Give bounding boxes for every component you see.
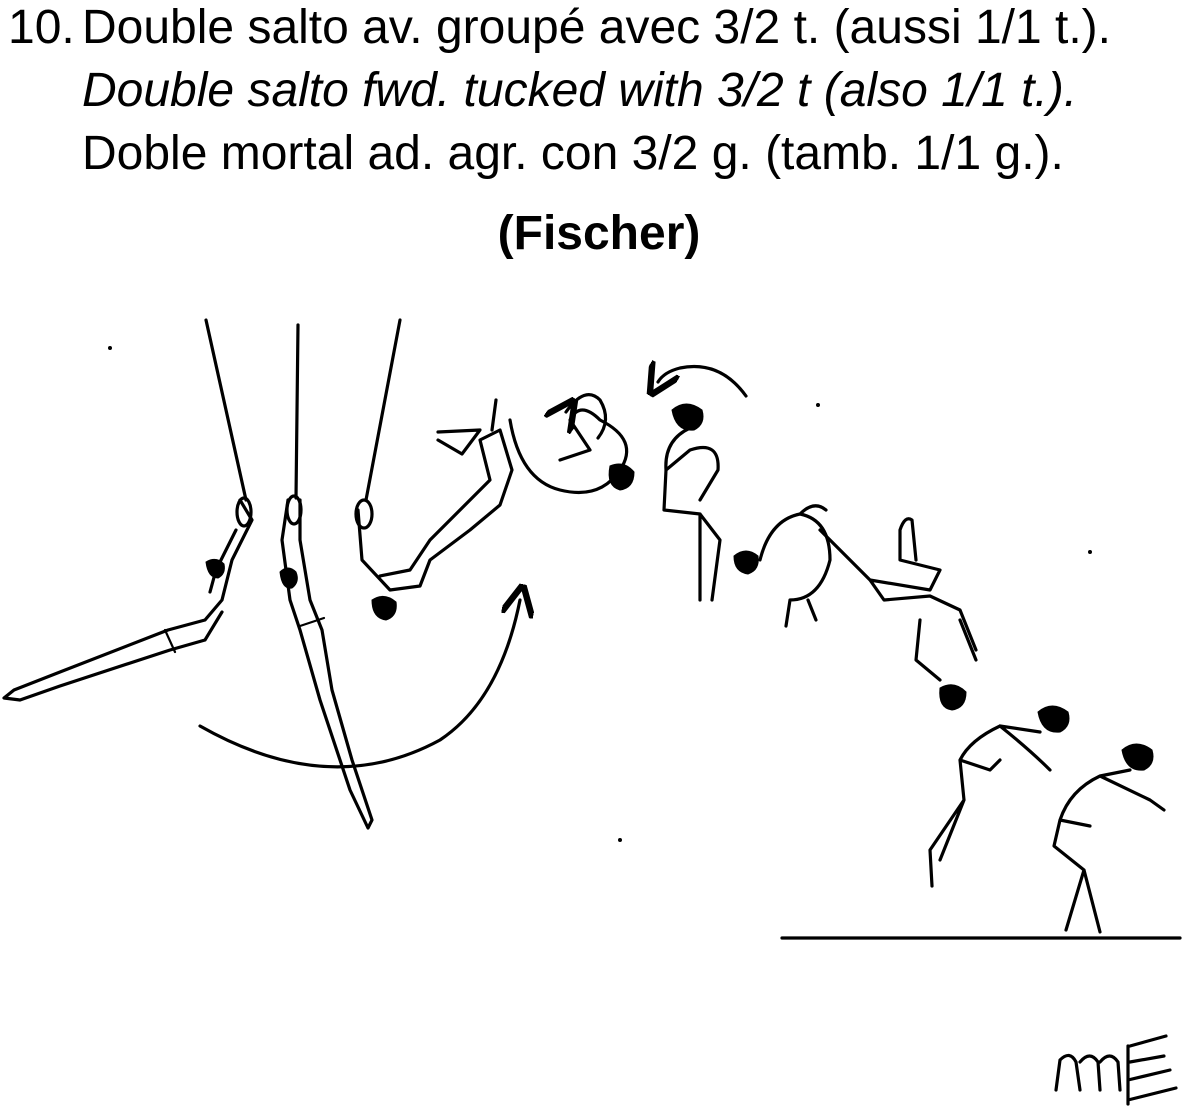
- body-outline: [4, 500, 252, 700]
- element-name: (Fischer): [0, 210, 1198, 258]
- head-icon: [609, 464, 634, 490]
- element-number: 10.: [8, 4, 75, 52]
- gymnast-figure-hang: [280, 496, 372, 828]
- head-icon: [734, 551, 758, 574]
- swing-arc-arrow: [200, 600, 520, 767]
- gymnast-figure-tuck-1: [510, 395, 634, 493]
- ring-cable-center: [296, 325, 298, 498]
- body-outline: [358, 430, 512, 590]
- head-icon: [372, 596, 396, 620]
- twist-arrow: [658, 367, 746, 396]
- head-icon: [1038, 706, 1069, 732]
- illustration-svg: [0, 290, 1198, 1118]
- head-icon: [280, 568, 297, 588]
- gymnast-figure-open: [820, 519, 976, 710]
- body-outline: [820, 519, 976, 650]
- rings-dismount-illustration: [0, 290, 1198, 1118]
- ring-cables: [206, 320, 400, 500]
- gymnast-figure-landing: [930, 706, 1069, 886]
- gymnast-figure-tuck-2: [734, 506, 830, 626]
- body-outline: [282, 500, 372, 828]
- gymnast-figure-swing: [4, 498, 252, 700]
- description-spanish: Doble mortal ad. agr. con 3/2 g. (tamb. …: [82, 130, 1064, 178]
- head-icon: [206, 559, 224, 578]
- signature-strokes: [1056, 1036, 1176, 1104]
- ring-cable-left: [206, 320, 246, 500]
- head-icon: [940, 685, 966, 710]
- body-outline: [510, 410, 627, 493]
- legs-outline: [438, 400, 496, 454]
- body-outline: [664, 428, 720, 600]
- body-outline: [930, 726, 1050, 886]
- body-outline: [1054, 770, 1164, 932]
- head-icon: [1122, 744, 1153, 770]
- description-french: Double salto av. groupé avec 3/2 t. (aus…: [82, 4, 1111, 52]
- body-outline: [760, 506, 830, 626]
- description-english: Double salto fwd. tucked with 3/2 t (als…: [82, 67, 1077, 115]
- ring-cable-right: [366, 320, 400, 500]
- gymnast-figure-twist: [664, 404, 720, 600]
- signature-mark: [1056, 1036, 1176, 1104]
- gymnast-figure-landed: [1054, 744, 1164, 932]
- head-icon: [672, 404, 703, 430]
